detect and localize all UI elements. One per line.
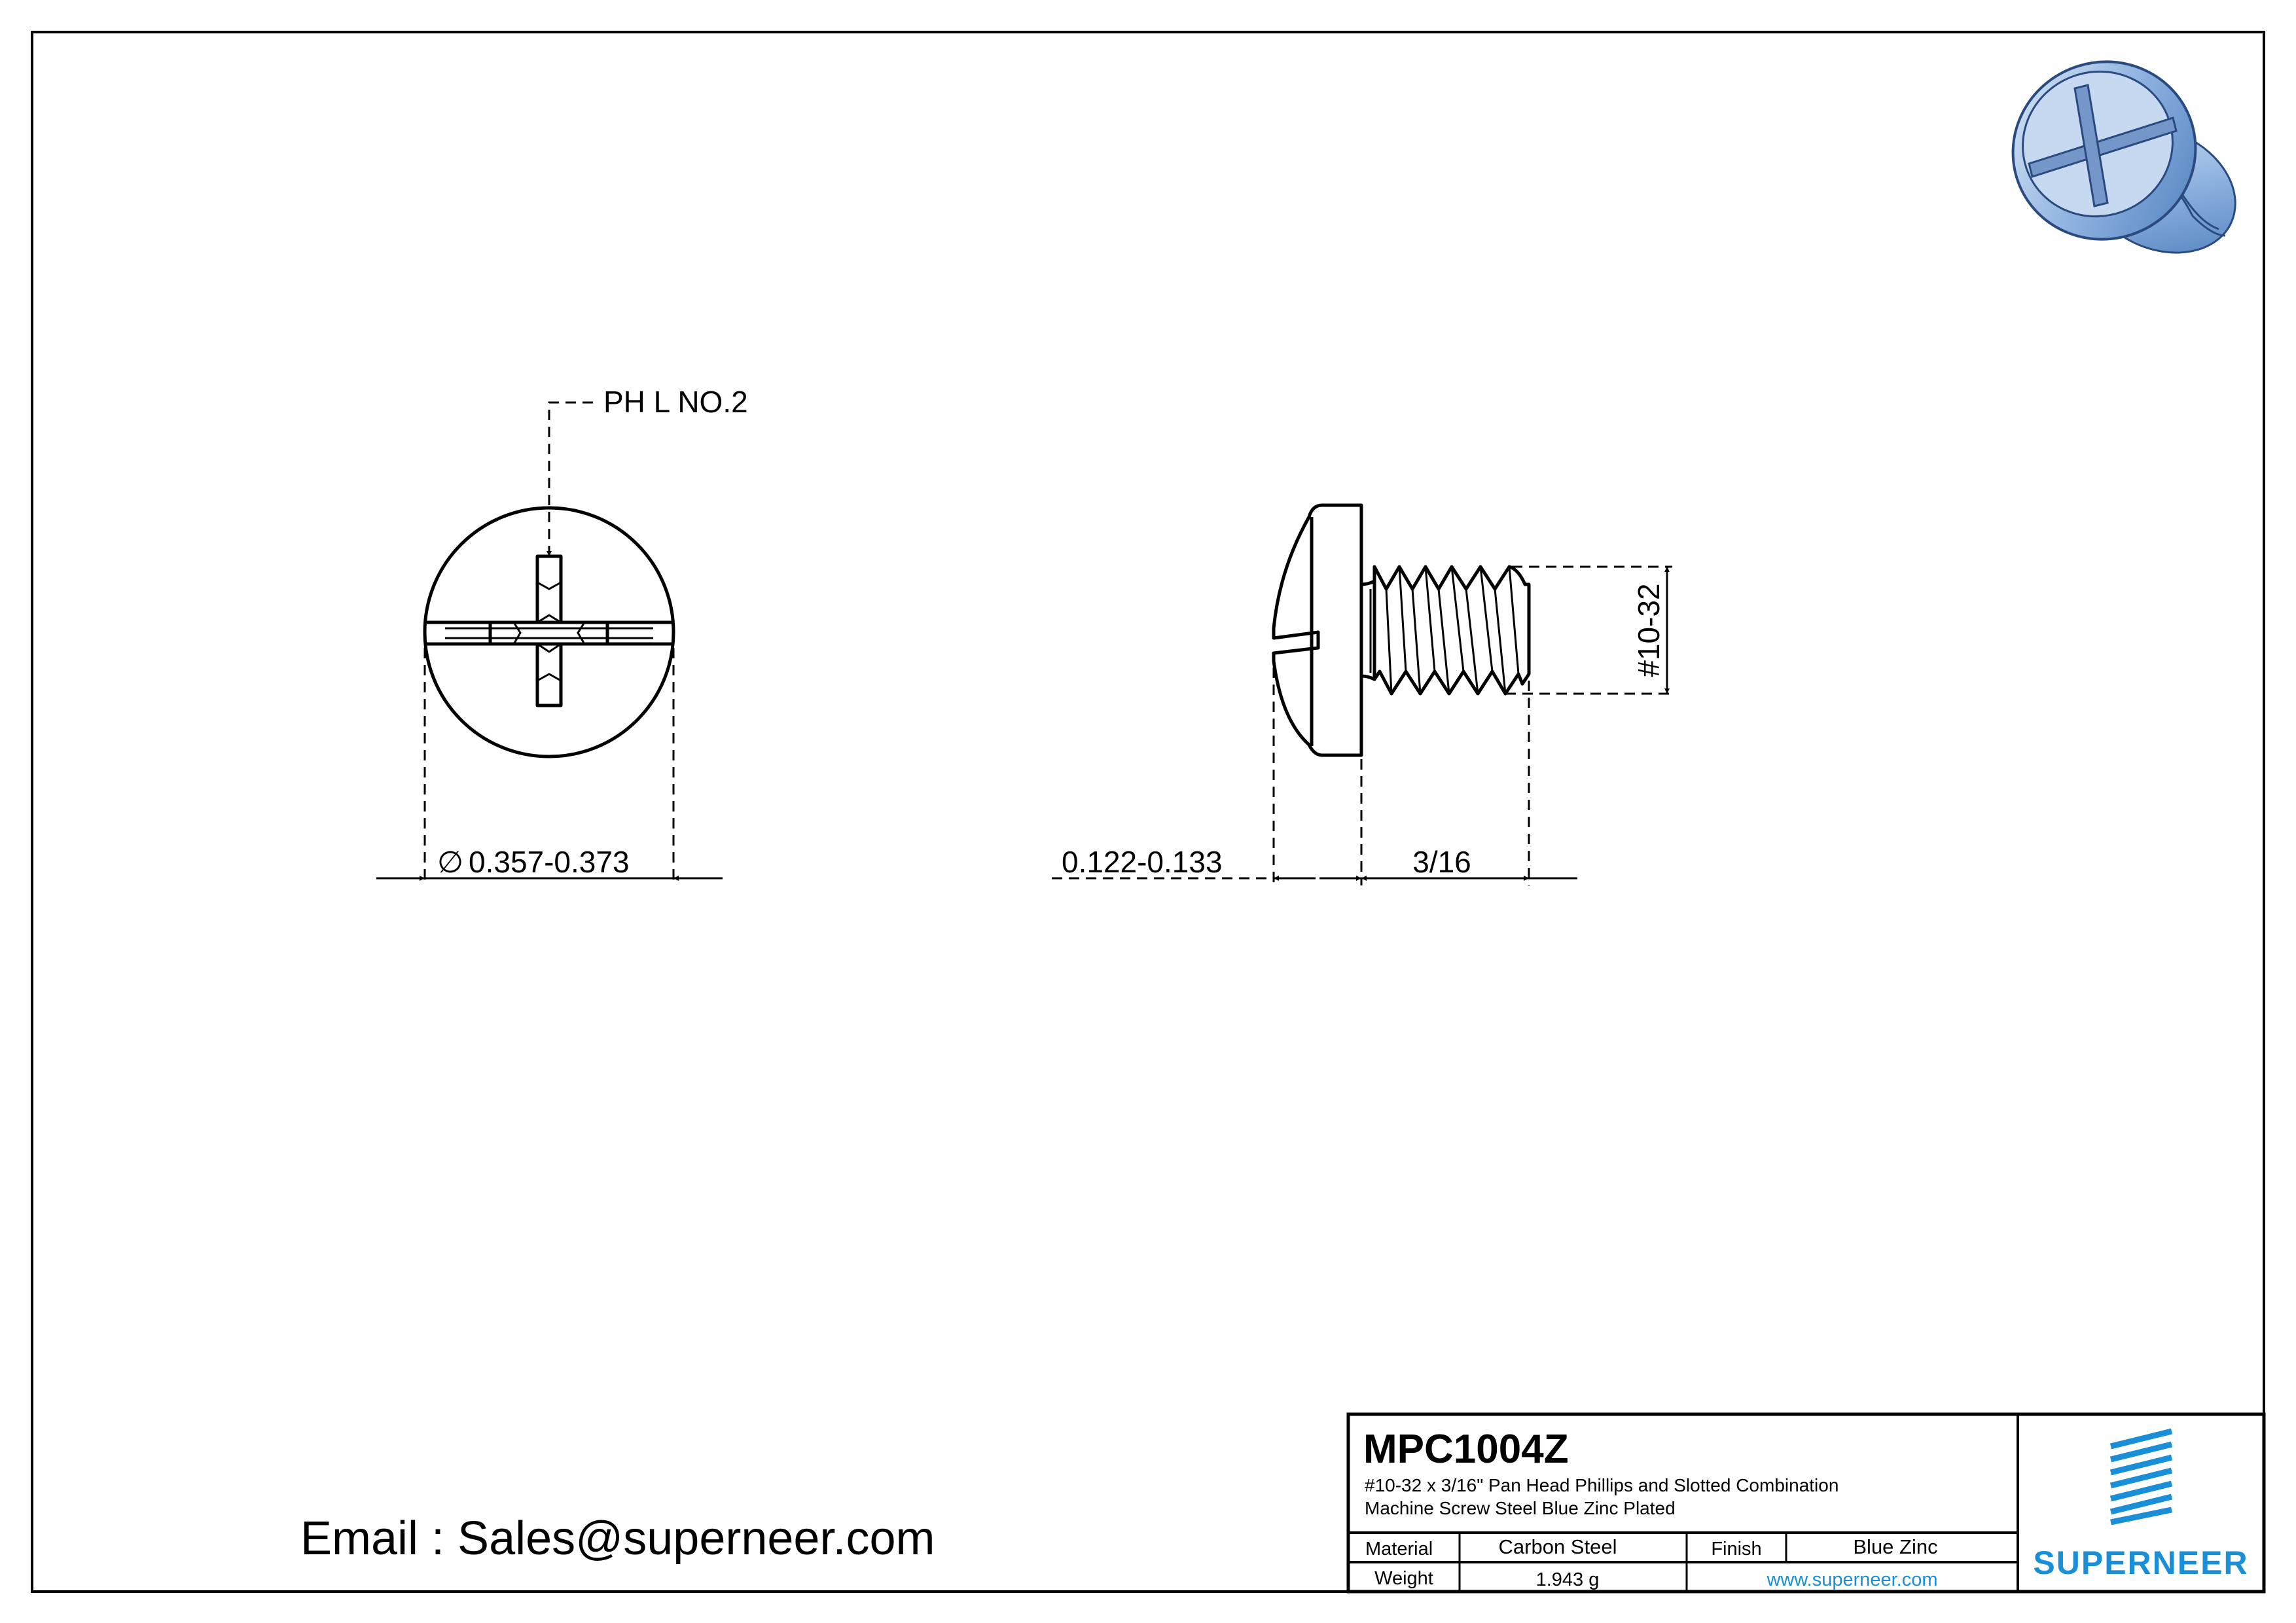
callout-drive-type: PH L NO.2 xyxy=(603,385,748,419)
superneer-logo-icon xyxy=(2109,1428,2173,1525)
material-value: Carbon Steel xyxy=(1499,1535,1617,1558)
screw-3d-render xyxy=(2011,60,2236,254)
phillips-recess xyxy=(488,554,609,707)
threads xyxy=(1372,565,1531,696)
front-view: PH L NO.2 ∅ 0.357-0.373 xyxy=(376,385,748,885)
sales-email[interactable]: Email : Sales@superneer.com xyxy=(300,1512,935,1565)
dim-head-diameter: 0.357-0.373 xyxy=(469,845,630,879)
callout-leader xyxy=(547,401,593,556)
website-link[interactable]: www.superneer.com xyxy=(1766,1569,1937,1590)
description-line1: #10-32 x 3/16" Pan Head Phillips and Slo… xyxy=(1365,1475,1839,1495)
brand-name: SUPERNEER xyxy=(2033,1544,2248,1581)
sheet-border xyxy=(31,31,2265,1593)
material-label: Material xyxy=(1365,1539,1433,1560)
dim-head-height: 0.122-0.133 xyxy=(1062,845,1223,879)
weight-value: 1.943 g xyxy=(1536,1569,1600,1590)
description-line2: Machine Screw Steel Blue Zinc Plated xyxy=(1365,1498,1676,1518)
head-profile xyxy=(1272,503,1363,757)
diameter-symbol: ∅ xyxy=(437,845,463,879)
head-outline xyxy=(423,506,675,758)
slot xyxy=(425,620,673,646)
side-view: #10-32 0.122-0.133 3/16 xyxy=(1052,503,1672,885)
finish-label: Finish xyxy=(1711,1539,1761,1560)
dim-length: 3/16 xyxy=(1412,845,1471,879)
finish-value: Blue Zinc xyxy=(1853,1535,1937,1558)
title-block: MPC1004Z #10-32 x 3/16" Pan Head Phillip… xyxy=(1346,1412,2266,1594)
dim-thread: #10-32 xyxy=(1632,583,1666,677)
weight-label: Weight xyxy=(1374,1568,1433,1589)
part-number: MPC1004Z xyxy=(1363,1427,1569,1472)
